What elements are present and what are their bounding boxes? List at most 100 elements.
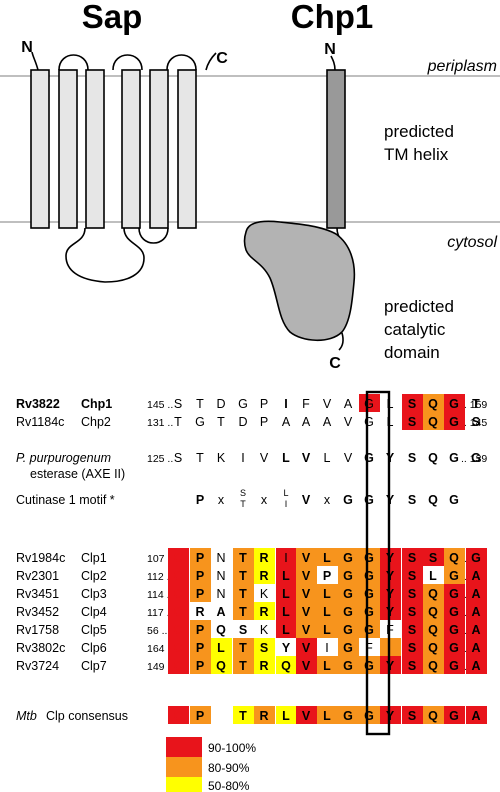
consensus-residue: T: [239, 709, 247, 723]
motif-x-2: x: [261, 493, 268, 507]
clp4-residue: V: [302, 605, 311, 619]
clp7-cell-bg: [190, 656, 211, 674]
clp7-cell-bg: [444, 656, 465, 674]
clp4-residue: A: [471, 605, 480, 619]
clp4-residue: Y: [386, 605, 395, 619]
clp5-cell-bg: [359, 620, 380, 638]
clp4-cell-bg: [276, 602, 297, 620]
clp1-residue: G: [343, 551, 353, 565]
clp6-cell-bg: [423, 638, 444, 656]
clp3-cell-bg: [423, 584, 444, 602]
clp7-cell-bg: [168, 656, 189, 674]
clp6-residue: Q: [428, 641, 438, 655]
clp7-residue: Q: [216, 659, 226, 673]
clp6-cell-bg: [380, 638, 401, 656]
chp2-residue: S: [472, 415, 480, 429]
chp1-n-label: N: [324, 41, 336, 58]
chp2-row-id: Rv1184c: [16, 415, 64, 429]
clp1-cell-bg: [168, 548, 189, 566]
chp2-residue: T: [217, 415, 225, 429]
chp1-row: Rv3822 Chp1: [16, 397, 112, 411]
clp3-cell-bg: [402, 584, 423, 602]
clp6-start-pos: 164 ..: [147, 643, 173, 655]
clp2-residue: L: [282, 569, 290, 583]
chp2-residue: A: [282, 415, 291, 429]
chp2-row-name: Chp2: [81, 415, 111, 429]
clp5-cell-bg: [402, 620, 423, 638]
pp-end-pos: .. 139: [461, 453, 487, 465]
chp1-catalytic-domain: [243, 220, 356, 342]
clp1-residue: S: [408, 551, 416, 565]
clp2-row-name: Clp2: [81, 569, 107, 583]
clp2-residue: S: [408, 569, 416, 583]
sap-c-terminus-line: [205, 52, 217, 71]
motif-S: S: [408, 493, 416, 507]
sap-title: Sap: [82, 0, 143, 35]
clp2-start-pos: 112 ..: [147, 571, 173, 583]
chp1-row-name: Chp1: [81, 397, 112, 411]
clp6-residue: P: [196, 641, 204, 655]
clp1-residue: I: [284, 551, 287, 565]
clp5-residue: L: [323, 623, 331, 637]
chp2-residue: G: [364, 415, 374, 429]
clp7-row-id: Rv3724: [16, 659, 59, 673]
sap-n-terminus-line: [31, 51, 39, 71]
topology-diagram: Sap Chp1 periplasm cytosol N C: [0, 0, 500, 372]
clp5-cell-bg: [317, 620, 338, 638]
clp1-residue: V: [302, 551, 311, 565]
clp5-cell-bg: [276, 620, 297, 638]
clp6-residue: G: [449, 641, 459, 655]
catalytic-label-line-1: predicted: [384, 297, 454, 316]
clp1-cell-bg: [466, 548, 487, 566]
chp1-n-terminus-line: [330, 55, 336, 71]
clp1-residue: R: [259, 551, 268, 565]
chp1-residue: I: [284, 397, 287, 411]
chp1-residue: V: [323, 397, 332, 411]
consensus-cell-bg: [444, 706, 465, 724]
clp3-residue: A: [471, 587, 480, 601]
legend-swatch-90-100: [166, 737, 202, 757]
clp4-residue: R: [259, 605, 268, 619]
motif-V: V: [302, 493, 311, 507]
consensus-cell-bg: [466, 706, 487, 724]
clp7-residue: G: [449, 659, 459, 673]
legend-swatch-80-90: [166, 757, 202, 777]
consensus-cell-bg: [168, 706, 189, 724]
consensus-residue: Q: [428, 709, 438, 723]
clp6-residue: S: [408, 641, 416, 655]
chp1-start-pos: 145 ..: [147, 399, 173, 411]
catalytic-serine-box: [365, 390, 391, 736]
chp1-residue: G: [364, 397, 374, 411]
motif-G-3: G: [449, 493, 459, 507]
chp1-c-terminus-line: [338, 332, 344, 351]
clp2-residue: G: [364, 569, 374, 583]
clp3-residue: C: [173, 587, 182, 601]
catalytic-label-line-3: domain: [384, 343, 440, 362]
chp1-cell-bg: [359, 394, 380, 412]
cutinase-motif: P x S T x L I V x G G Y S Q G: [196, 488, 459, 509]
consensus-residue: L: [323, 709, 331, 723]
sap-tm-helix-1: [30, 69, 50, 229]
pp-residue: S: [174, 451, 182, 465]
clp4-cell-bg: [423, 602, 444, 620]
chp1-residue: S: [408, 397, 416, 411]
pp-species-label: P. purpurogenum: [16, 451, 111, 465]
clp3-cell-bg: [168, 584, 189, 602]
clp1-residue: C: [173, 551, 182, 565]
clp4-cell-bg: [317, 602, 338, 620]
sap-tm-helix-5: [149, 69, 169, 229]
pp-residue: T: [196, 451, 204, 465]
clp5-cell-bg: [444, 620, 465, 638]
pp-residue: Y: [386, 451, 395, 465]
clp5-cell-bg: [296, 620, 317, 638]
clp4-residue: R: [195, 605, 204, 619]
cytosol-label: cytosol: [447, 234, 497, 251]
clp6-residue: V: [302, 641, 311, 655]
clp7-residue: P: [196, 659, 204, 673]
clp1-cell-bg: [233, 548, 254, 566]
chp1-cell-bg: [402, 394, 423, 412]
clp2-cell-bg: [168, 566, 189, 584]
